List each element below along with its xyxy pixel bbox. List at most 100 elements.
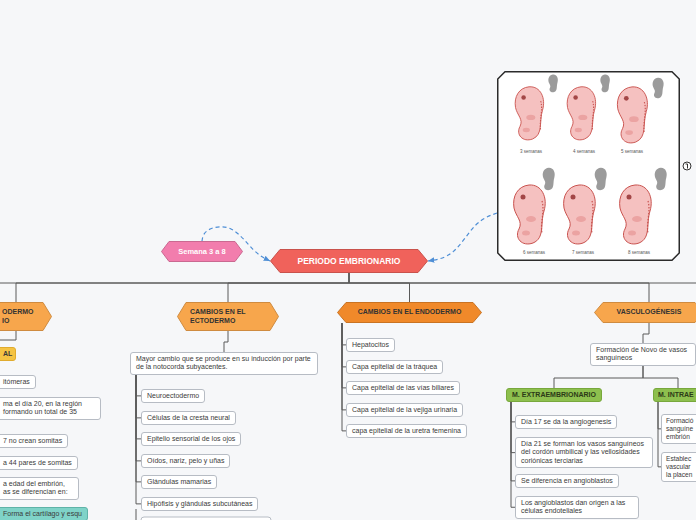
main-topic: CAMBIOS EN EL ECTODERMO <box>177 302 279 331</box>
node-text: Día 21 se forman los vasos sanguíneos de… <box>521 440 647 466</box>
branch-connector <box>0 331 16 347</box>
topic-outline <box>162 242 243 262</box>
node-text: Formació sanguíne embrión <box>666 417 695 442</box>
embryo-figure <box>617 87 647 143</box>
main-topic: VASCULOGÉNESIS <box>594 302 696 323</box>
topic-outline <box>595 303 696 323</box>
node-text: Establec vascular la placen <box>666 455 695 480</box>
image-caption: 6 semanas <box>523 251 545 256</box>
path-graphic <box>686 164 688 169</box>
leaf-box: Capa epitelial de la vejiga urinaria <box>346 403 463 417</box>
embryo-illustration <box>497 71 680 261</box>
node-text: Capa epitelial de la tráquea <box>352 363 437 372</box>
leaf-box: capa epitelial de la uretra femenina <box>346 424 467 438</box>
main-topic: ODERMO IO <box>0 302 52 331</box>
image-caption: 8 semanas <box>628 251 650 256</box>
branch-connector <box>643 323 649 343</box>
embryo-silhouette <box>543 168 555 190</box>
node-text: Neuroectodermo <box>147 392 199 401</box>
branch-connector <box>554 366 643 389</box>
leaf-box: a 44 pares de somitas <box>0 456 78 470</box>
node-text: Capa epitelial de la vejiga urinaria <box>352 406 457 415</box>
subtopic-box: M. INTRAE <box>653 388 696 402</box>
leaf-box: Establec vascular la placen <box>661 452 696 482</box>
subtopic-box: M. EXTRAEMBRIONARIO <box>506 388 602 402</box>
node-text: M. INTRAE <box>658 391 696 400</box>
node-text: capa epitelial de la uretra femenina <box>352 427 461 436</box>
node-text: Semana 3 a 8 <box>171 247 233 256</box>
node-text: Mayor cambio que se produce en su inducc… <box>136 355 312 373</box>
node-text: Forma el cartílago y esqu <box>3 510 82 519</box>
leaf-box: Se diferencia en angioblastos <box>515 474 619 488</box>
node-text: CAMBIOS EN EL ECTODERMO <box>190 308 266 326</box>
image-caption: 5 semanas <box>621 150 643 155</box>
main-topic: CAMBIOS EN EL ENDODERMO <box>337 302 482 323</box>
image-caption: 3 semanas <box>520 150 542 155</box>
node-text: Hepatocitos <box>352 341 389 350</box>
leaf-box: Día 21 se forman los vasos sanguíneos de… <box>515 437 653 468</box>
embryo-figure <box>564 185 596 244</box>
node-text: Células de la cresta neural <box>147 414 230 423</box>
embryo-figure <box>567 87 595 140</box>
node-text: Glándulas mamarias <box>147 478 211 487</box>
node-text: M. EXTRAEMBRIONARIO <box>512 391 596 400</box>
image-caption: 7 semanas <box>572 251 594 256</box>
link-icon <box>683 162 691 170</box>
branch-connector <box>136 375 141 439</box>
branch-line <box>136 509 137 520</box>
embryo-figure <box>514 185 546 244</box>
leaf-box: Neuroectodermo <box>141 389 205 403</box>
embryo-silhouette <box>595 168 607 190</box>
relation-connector <box>428 213 497 261</box>
node-text: 7 no crean somitas <box>3 437 62 446</box>
node-text: CAMBIOS EN EL ENDODERMO <box>349 308 470 317</box>
embryo-figure <box>515 87 543 140</box>
branch-connector <box>224 331 228 352</box>
embryo-silhouette <box>548 75 557 93</box>
leaf-box: Los angioblastos dan origen a las célula… <box>515 496 639 519</box>
central-topic: PERIODO EMBRIONARIO <box>270 249 428 273</box>
node-text: AL <box>3 350 12 359</box>
image-frame <box>497 71 680 261</box>
leaf-box: Células de la cresta neural <box>141 411 236 425</box>
node-text: Día 17 se da la angiogenesis <box>521 418 611 427</box>
node-text: a 44 pares de somitas <box>3 459 72 468</box>
branch-connector <box>349 273 410 302</box>
branch-connector <box>16 273 349 302</box>
branch-connector <box>228 273 349 302</box>
node-text: Formación de Novo de vasos sanguíneos <box>596 346 690 364</box>
floating-topic: Semana 3 a 8 <box>161 241 243 262</box>
node-text: Se diferencia en angioblastos <box>521 477 613 486</box>
node-text: Epitelio sensorial de los ojos <box>147 435 235 444</box>
leaf-box: Hipófisis y glándulas subcutáneas <box>141 497 258 511</box>
node-text: Capa epitelial de las vías biliares <box>352 384 454 393</box>
circle-graphic <box>683 162 691 170</box>
node-text: PERIODO EMBRIONARIO <box>282 256 416 267</box>
node-text: Los angioblastos dan origen a las célula… <box>521 499 633 517</box>
cut-leaf-box <box>141 517 271 520</box>
leaf-box: Capa epitelial de la tráquea <box>346 360 443 374</box>
node-text: ma el día 20, en la región formando un t… <box>3 400 95 418</box>
topic-outline <box>338 303 482 323</box>
embryo-silhouette <box>655 168 667 190</box>
image-ground <box>497 71 680 261</box>
branch-connector <box>342 323 346 388</box>
image-outline <box>498 72 680 261</box>
leaf-box: Día 17 se da la angiogenesis <box>515 415 617 429</box>
leaf-box: ma el día 20, en la región formando un t… <box>0 397 101 420</box>
embryo-silhouette <box>600 75 609 93</box>
leaf-box: Formació sanguíne embrión <box>661 414 696 444</box>
leaf-box: 7 no crean somitas <box>0 434 68 448</box>
node-text: a edad del embrión, as se diferencian en… <box>3 480 73 498</box>
leaf-box: Oídos, nariz, pelo y uñas <box>141 454 230 468</box>
subtopic-box: AL <box>0 347 16 361</box>
branch-connector <box>349 273 649 302</box>
leaf-box: Capa epitelial de las vías biliares <box>346 381 460 395</box>
node-text: Hipófisis y glándulas subcutáneas <box>147 500 252 509</box>
leaf-box: Formación de Novo de vasos sanguíneos <box>590 343 696 366</box>
branch-connector <box>643 366 678 389</box>
node-text: Oídos, nariz, pelo y uñas <box>147 457 224 466</box>
image-caption: 4 semanas <box>573 150 595 155</box>
leaf-box: Epitelio sensorial de los ojos <box>141 432 241 446</box>
